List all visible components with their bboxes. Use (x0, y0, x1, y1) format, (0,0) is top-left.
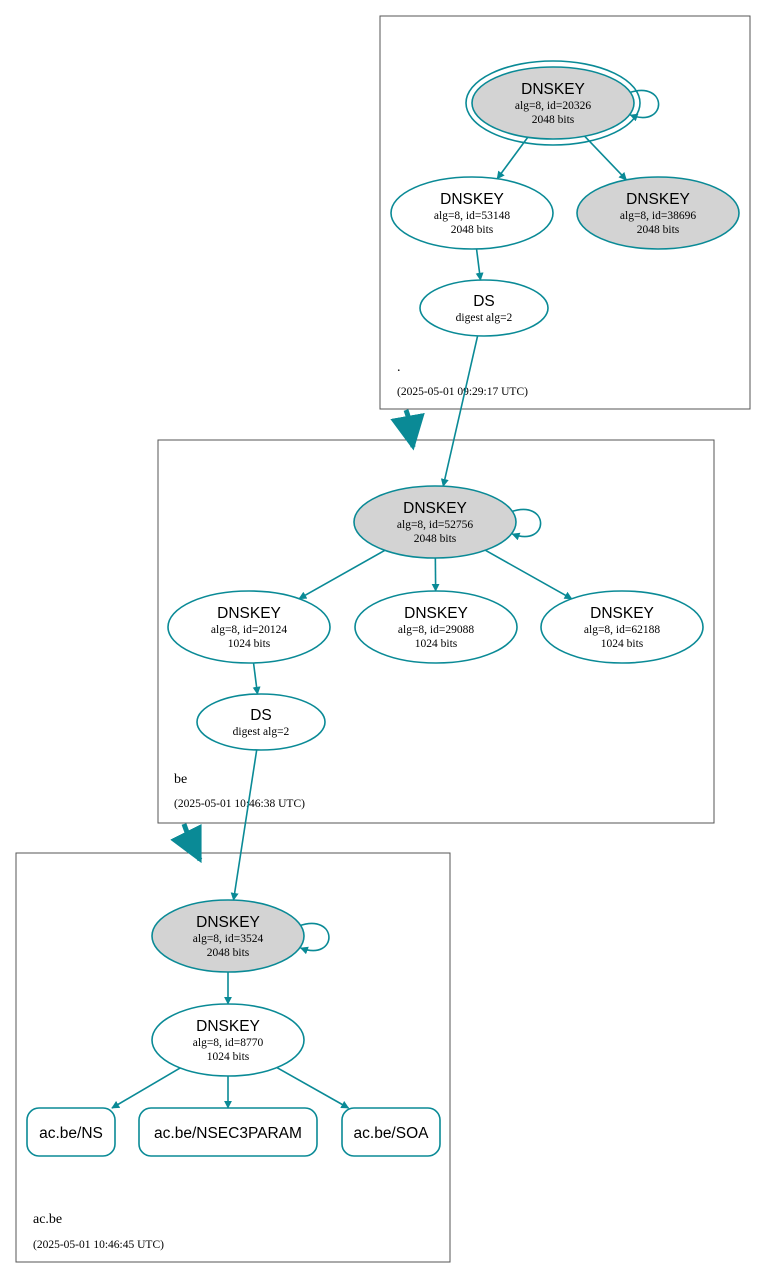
self-sign-edge (510, 508, 542, 541)
node-detail: digest alg=2 (456, 312, 513, 324)
node-type: DNSKEY (590, 605, 654, 622)
trust-anchor-ring (465, 60, 641, 146)
node-key-size: 2048 bits (637, 224, 680, 236)
node-key-size: 2048 bits (207, 947, 250, 959)
node-rr-soa[interactable]: ac.be/SOA (341, 1107, 441, 1157)
zone-acbe: ac.be (2025-05-01 10:46:45 UTC) (15, 852, 451, 1263)
node-be-zsk3[interactable]: DNSKEY alg=8, id=62188 1024 bits (540, 590, 704, 664)
rrset-box (138, 1107, 318, 1157)
node-type: DNSKEY (196, 1018, 260, 1035)
rrset-box (26, 1107, 116, 1157)
node-type: DS (473, 293, 495, 310)
sign-edge (484, 549, 573, 600)
ds-edge (230, 749, 258, 901)
node-rr-ns[interactable]: ac.be/NS (26, 1107, 116, 1157)
node-key-size: 2048 bits (451, 224, 494, 236)
sign-edge (111, 1067, 181, 1109)
node-type: DNSKEY (626, 191, 690, 208)
node-type: DNSKEY (521, 81, 585, 98)
node-key-size: 1024 bits (228, 638, 271, 650)
node-detail: alg=8, id=20326 (515, 100, 591, 112)
sign-edge (475, 248, 484, 281)
dnskey-ellipse (151, 899, 305, 973)
node-detail: alg=8, id=53148 (434, 210, 510, 222)
rrset-box (341, 1107, 441, 1157)
node-type: DNSKEY (404, 605, 468, 622)
sign-edge (584, 135, 627, 181)
node-acbe-zsk[interactable]: DNSKEY alg=8, id=8770 1024 bits (151, 1003, 305, 1077)
node-key-size: 2048 bits (414, 533, 457, 545)
self-sign-edge (628, 89, 660, 122)
zone-root: . (2025-05-01 09:29:17 UTC) (379, 15, 751, 410)
dnskey-ellipse (151, 1003, 305, 1077)
dnskey-ellipse (576, 176, 740, 250)
node-detail: alg=8, id=62188 (584, 624, 660, 636)
zone-border (157, 439, 715, 824)
zone-border (379, 15, 751, 410)
rrset-label: ac.be/SOA (354, 1125, 430, 1142)
rrset-label: ac.be/NSEC3PARAM (154, 1125, 302, 1142)
node-acbe-ds[interactable]: DS digest alg=2 (196, 693, 326, 751)
node-detail: alg=8, id=3524 (193, 933, 264, 945)
node-key-size: 1024 bits (415, 638, 458, 650)
node-acbe-ksk[interactable]: DNSKEY alg=8, id=3524 2048 bits (151, 899, 305, 973)
rrset-label: ac.be/NS (39, 1125, 103, 1142)
zone-timestamp: (2025-05-01 10:46:38 UTC) (174, 798, 305, 810)
dnskey-ellipse (354, 590, 518, 664)
node-key-size: 1024 bits (601, 638, 644, 650)
zone-timestamp: (2025-05-01 10:46:45 UTC) (33, 1239, 164, 1251)
zone-timestamp: (2025-05-01 09:29:17 UTC) (397, 386, 528, 398)
node-detail: alg=8, id=8770 (193, 1037, 264, 1049)
node-type: DS (250, 707, 272, 724)
node-type: DNSKEY (440, 191, 504, 208)
delegation-edge (390, 409, 425, 451)
ds-edge (440, 335, 479, 487)
node-detail: alg=8, id=29088 (398, 624, 474, 636)
dnskey-ellipse (540, 590, 704, 664)
node-be-ksk[interactable]: DNSKEY alg=8, id=52756 2048 bits (353, 485, 517, 559)
node-root-ksk[interactable]: DNSKEY alg=8, id=20326 2048 bits (465, 60, 641, 146)
sign-edge (276, 1066, 350, 1109)
sign-edge (252, 662, 261, 695)
zone-name: be (174, 772, 187, 787)
ds-ellipse (196, 693, 326, 751)
node-root-ksk2[interactable]: DNSKEY alg=8, id=38696 2048 bits (576, 176, 740, 250)
zone-name: ac.be (33, 1212, 62, 1227)
dnskey-ellipse (390, 176, 554, 250)
node-detail: alg=8, id=20124 (211, 624, 287, 636)
self-sign-edge (298, 922, 330, 955)
node-key-size: 2048 bits (532, 114, 575, 126)
sign-edge (496, 136, 529, 180)
dnskey-ellipse (471, 66, 635, 140)
dnskey-ellipse (167, 590, 331, 664)
node-type: DNSKEY (217, 605, 281, 622)
zone-be: be (2025-05-01 10:46:38 UTC) (157, 439, 715, 824)
node-detail: digest alg=2 (233, 726, 290, 738)
node-detail: alg=8, id=52756 (397, 519, 473, 531)
node-type: DNSKEY (403, 500, 467, 517)
node-detail: alg=8, id=38696 (620, 210, 696, 222)
delegation-edge (170, 823, 203, 864)
node-be-ds[interactable]: DS digest alg=2 (419, 279, 549, 337)
node-root-zsk1[interactable]: DNSKEY alg=8, id=53148 2048 bits (390, 176, 554, 250)
node-type: DNSKEY (196, 914, 260, 931)
node-key-size: 1024 bits (207, 1051, 250, 1063)
zone-name: . (397, 360, 401, 375)
node-be-zsk2[interactable]: DNSKEY alg=8, id=29088 1024 bits (354, 590, 518, 664)
node-rr-nsec3param[interactable]: ac.be/NSEC3PARAM (138, 1107, 318, 1157)
sign-edge (298, 549, 386, 600)
ds-ellipse (419, 279, 549, 337)
dnskey-ellipse (353, 485, 517, 559)
node-be-zsk1[interactable]: DNSKEY alg=8, id=20124 1024 bits (167, 590, 331, 664)
zone-border (15, 852, 451, 1263)
